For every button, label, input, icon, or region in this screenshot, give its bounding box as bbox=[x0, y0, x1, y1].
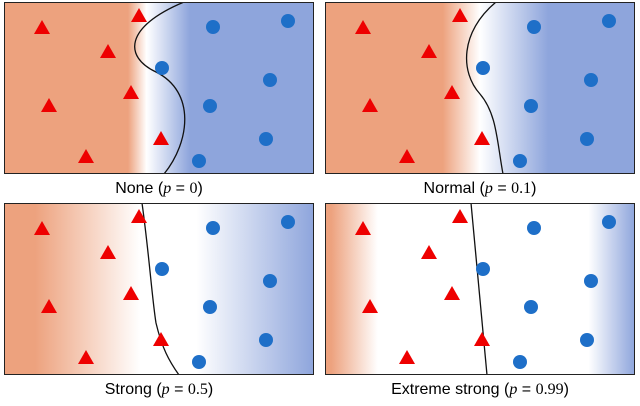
class-b-circle-point bbox=[259, 132, 273, 146]
class-a-triangle-point bbox=[123, 286, 139, 300]
class-a-triangle-point bbox=[474, 131, 490, 145]
class-b-circle-point bbox=[206, 20, 220, 34]
decision-region-background bbox=[325, 2, 635, 174]
class-a-triangle-point bbox=[100, 44, 116, 58]
decision-boundary bbox=[465, 2, 504, 174]
class-a-triangle-point bbox=[362, 299, 378, 313]
class-b-circle-point bbox=[527, 221, 541, 235]
panel-4 bbox=[325, 203, 635, 375]
class-a-triangle-point bbox=[78, 350, 94, 364]
class-a-triangle-point bbox=[444, 85, 460, 99]
decision-boundary bbox=[141, 203, 180, 375]
class-b-circle-point bbox=[155, 262, 169, 276]
class-b-circle-point bbox=[584, 73, 598, 87]
class-a-triangle-point bbox=[153, 332, 169, 346]
class-a-triangle-point bbox=[41, 299, 57, 313]
class-b-circle-point bbox=[192, 355, 206, 369]
panel-3 bbox=[4, 203, 314, 375]
class-b-circle-point bbox=[203, 300, 217, 314]
class-b-circle-point bbox=[281, 14, 295, 28]
caption-label: Extreme strong bbox=[391, 381, 499, 398]
class-a-triangle-point bbox=[34, 20, 50, 34]
panel-frame bbox=[325, 2, 635, 174]
class-b-circle-point bbox=[263, 274, 277, 288]
class-b-circle-point bbox=[524, 99, 538, 113]
class-b-circle-point bbox=[524, 300, 538, 314]
panel-1 bbox=[4, 2, 314, 174]
panel-frame bbox=[4, 203, 314, 375]
class-a-triangle-point bbox=[153, 131, 169, 145]
class-a-triangle-point bbox=[34, 221, 50, 235]
class-b-circle-point bbox=[476, 61, 490, 75]
caption-p-value: 0.99 bbox=[536, 381, 564, 398]
class-a-triangle-point bbox=[452, 8, 468, 22]
panel-caption: None (p = 0) bbox=[115, 180, 203, 197]
class-b-circle-point bbox=[259, 333, 273, 347]
class-a-triangle-point bbox=[399, 149, 415, 163]
panel-frame bbox=[4, 2, 314, 174]
class-a-triangle-point bbox=[41, 98, 57, 112]
class-b-circle-point bbox=[602, 215, 616, 229]
caption-label: Strong bbox=[105, 381, 152, 398]
class-b-circle-point bbox=[203, 99, 217, 113]
class-a-triangle-point bbox=[78, 149, 94, 163]
decision-boundary bbox=[470, 203, 488, 375]
panel-caption: Extreme strong (p = 0.99) bbox=[391, 381, 569, 398]
caption-p-value: 0.1 bbox=[511, 180, 531, 197]
class-b-circle-point bbox=[580, 333, 594, 347]
class-b-circle-point bbox=[155, 61, 169, 75]
class-b-circle-point bbox=[476, 262, 490, 276]
class-a-triangle-point bbox=[362, 98, 378, 112]
class-a-triangle-point bbox=[355, 221, 371, 235]
class-b-circle-point bbox=[192, 154, 206, 168]
class-b-circle-point bbox=[602, 14, 616, 28]
caption-label: Normal bbox=[424, 180, 476, 197]
panel-frame bbox=[325, 203, 635, 375]
class-b-circle-point bbox=[584, 274, 598, 288]
class-b-circle-point bbox=[513, 355, 527, 369]
class-a-triangle-point bbox=[421, 44, 437, 58]
class-a-triangle-point bbox=[399, 350, 415, 364]
class-a-triangle-point bbox=[100, 245, 116, 259]
class-a-triangle-point bbox=[123, 85, 139, 99]
class-a-triangle-point bbox=[452, 209, 468, 223]
decision-region-background bbox=[4, 203, 314, 375]
class-a-triangle-point bbox=[131, 209, 147, 223]
class-a-triangle-point bbox=[355, 20, 371, 34]
caption-label: None bbox=[115, 180, 153, 197]
class-a-triangle-point bbox=[421, 245, 437, 259]
panel-2 bbox=[325, 2, 635, 174]
decision-region-background bbox=[325, 203, 635, 375]
decision-region-background bbox=[4, 2, 314, 174]
class-a-triangle-point bbox=[444, 286, 460, 300]
class-b-circle-point bbox=[206, 221, 220, 235]
class-b-circle-point bbox=[281, 215, 295, 229]
class-a-triangle-point bbox=[131, 8, 147, 22]
caption-p-value: 0 bbox=[189, 180, 197, 197]
class-a-triangle-point bbox=[474, 332, 490, 346]
class-b-circle-point bbox=[580, 132, 594, 146]
class-b-circle-point bbox=[513, 154, 527, 168]
caption-p-value: 0.5 bbox=[188, 381, 208, 398]
class-b-circle-point bbox=[527, 20, 541, 34]
panel-caption: Strong (p = 0.5) bbox=[105, 381, 213, 398]
class-b-circle-point bbox=[263, 73, 277, 87]
decision-boundary bbox=[134, 2, 186, 174]
panel-caption: Normal (p = 0.1) bbox=[424, 180, 537, 197]
